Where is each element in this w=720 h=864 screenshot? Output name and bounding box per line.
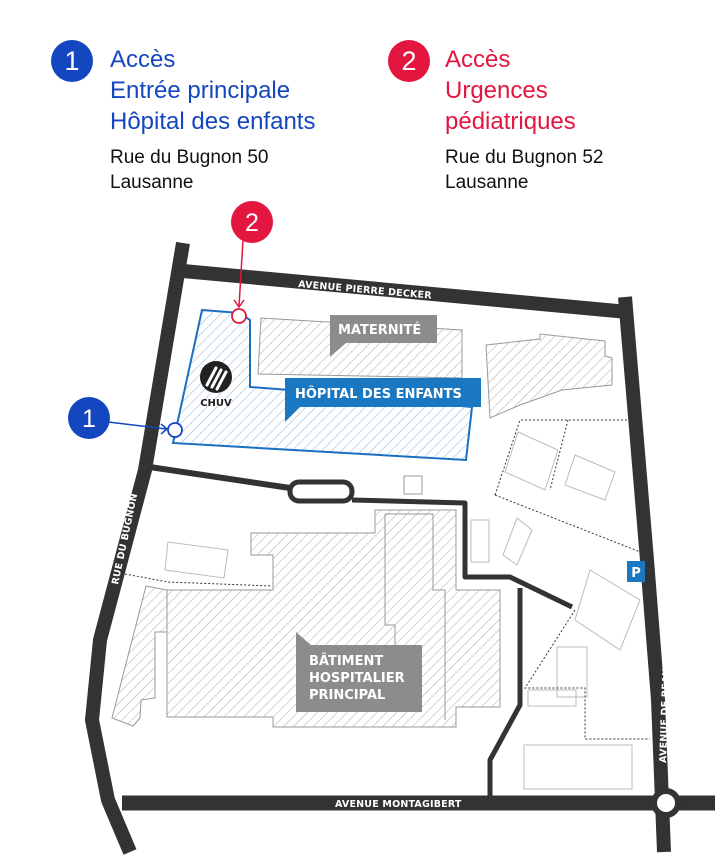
access-2-city: Lausanne (445, 172, 529, 193)
building-east[interactable] (485, 333, 613, 419)
road-avenue-de-beaumont (618, 296, 671, 853)
label-maternite-text: MATERNITÉ (338, 322, 421, 338)
access-1-title: Accès (110, 46, 176, 73)
label-hopital-text: HÔPITAL DES ENFANTS (295, 386, 462, 402)
minor-buildings (164, 431, 641, 790)
parking-icon[interactable]: P (627, 561, 645, 582)
road-avenue-pierre-decker (182, 264, 629, 319)
entrance-1-icon (167, 422, 183, 438)
access-1-subtitle: Entrée principale (110, 77, 291, 104)
access-1-building: Hôpital des enfants (110, 108, 316, 135)
chuv-logo-text: CHUV (200, 398, 232, 409)
label-principal-line-2: HOSPITALIER (309, 671, 405, 686)
access-2-subtitle-2: pédiatriques (445, 108, 576, 135)
building-principal-west-wing[interactable] (111, 585, 168, 727)
street-label-avenue-montagibert: AVENUE MONTAGIBERT (335, 799, 462, 810)
label-maternite: MATERNITÉ (330, 315, 437, 357)
label-principal-line-3: PRINCIPAL (309, 688, 385, 703)
access-marker-2-number: 2 (245, 209, 259, 237)
access-marker-2[interactable]: 2 (231, 201, 273, 324)
inner-road (142, 463, 291, 491)
label-batiment-principal: BÂTIMENT HOSPITALIER PRINCIPAL (296, 632, 422, 712)
access-1-city: Lausanne (110, 172, 194, 193)
access-2-title: Accès (445, 46, 511, 73)
access-2-subtitle: Urgences (445, 77, 548, 104)
access-1-badge: 1 (51, 40, 93, 82)
footpaths (124, 419, 650, 740)
label-hopital-des-enfants: HÔPITAL DES ENFANTS (285, 378, 481, 422)
access-2-badge: 2 (388, 40, 430, 82)
roundabout (651, 788, 681, 818)
roads (85, 241, 715, 855)
access-2-street: Rue du Bugnon 52 (445, 147, 604, 168)
road-rue-du-bugnon (85, 241, 190, 855)
label-principal-line-1: BÂTIMENT (309, 653, 383, 669)
access-marker-1-number: 1 (82, 405, 96, 433)
street-label-avenue-de-beaumont: AVENUE DE BEAUMONT (658, 635, 673, 763)
access-marker-1[interactable]: 1 (68, 397, 183, 439)
entrance-2-icon (231, 308, 247, 324)
access-1-street: Rue du Bugnon 50 (110, 147, 269, 168)
chuv-logo: CHUV (200, 361, 232, 409)
parking-label: P (631, 566, 641, 581)
